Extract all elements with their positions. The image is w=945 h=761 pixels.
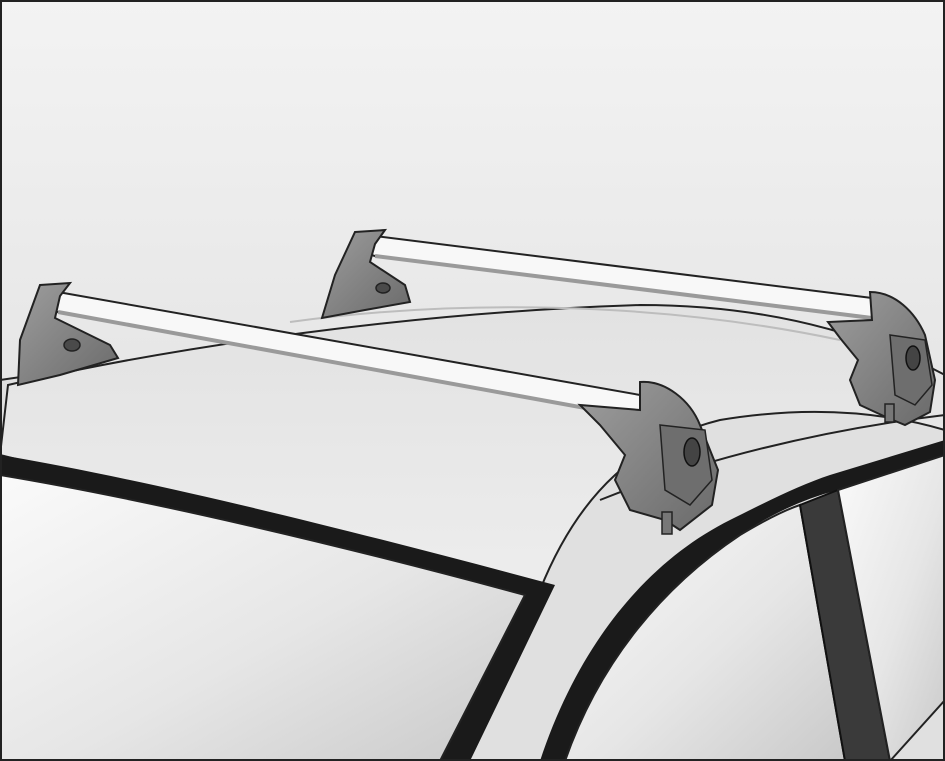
front-right-clamp (661, 511, 673, 535)
front-rack-bar-underside (57, 310, 641, 420)
rear-side-window (836, 453, 945, 761)
front-left-foot-bolt (63, 338, 81, 352)
rear-rack-bar-underside (374, 254, 873, 320)
front-side-window (563, 503, 847, 761)
rear-left-foot (320, 228, 412, 320)
rear-right-lock-icon (905, 345, 921, 371)
front-right-lock-icon (683, 437, 701, 467)
windshield-trim (0, 455, 555, 761)
rear-left-foot-bolt (375, 282, 391, 294)
rear-right-clamp (884, 403, 895, 423)
windshield-glass (0, 473, 527, 761)
roof-edge-line (289, 306, 841, 341)
b-pillar (798, 488, 892, 761)
front-left-foot (16, 281, 120, 387)
